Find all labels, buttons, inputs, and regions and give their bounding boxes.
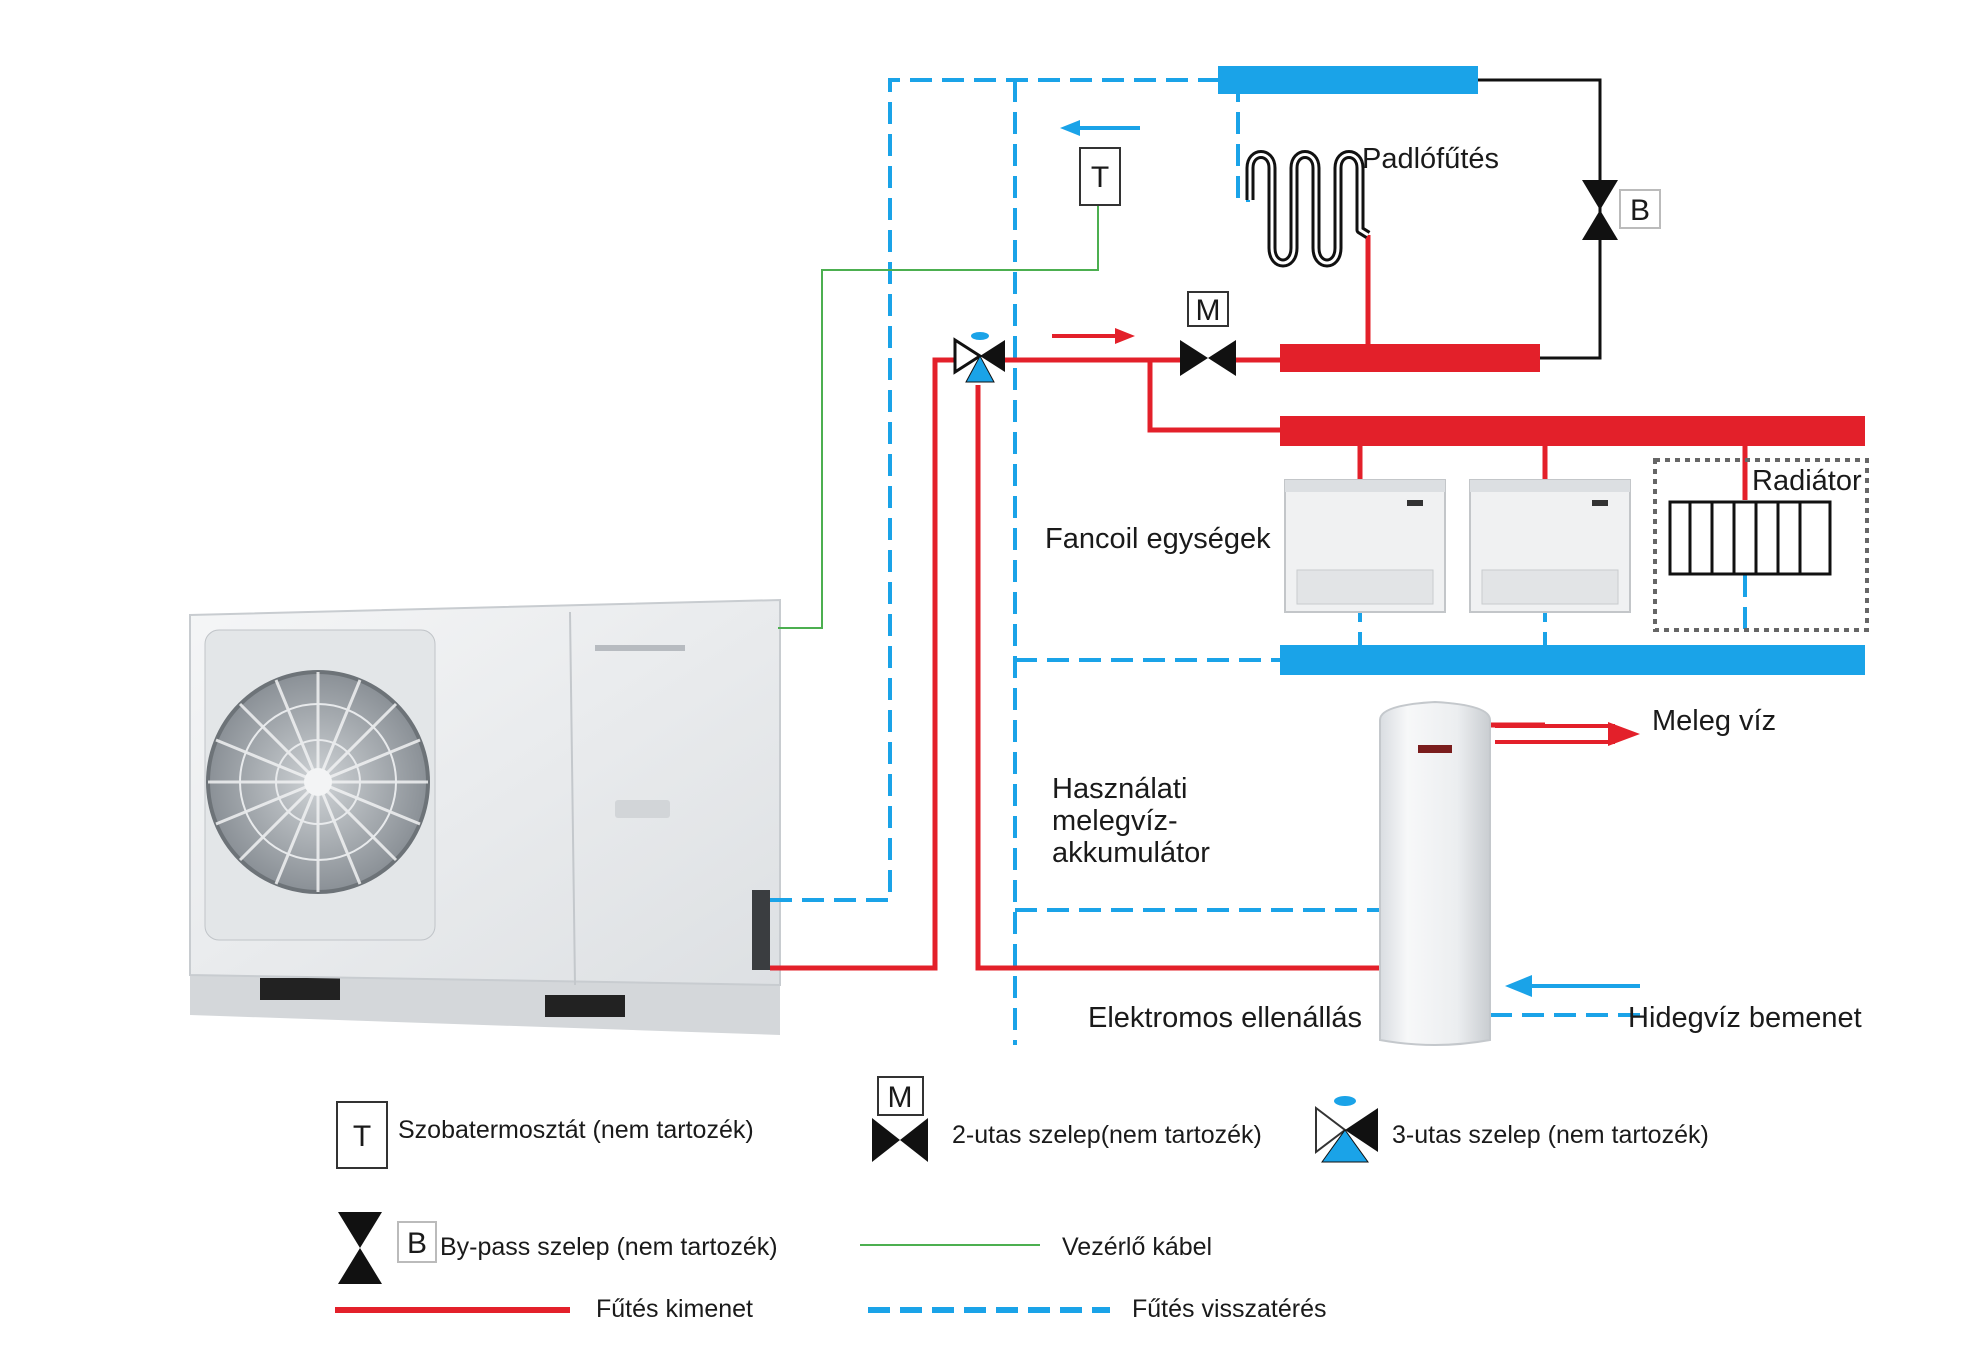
radiator-label: Radiátor xyxy=(1752,465,1862,497)
legend-motor-letter: M xyxy=(888,1081,913,1114)
dhw-tank-label-line2: melegvíz- xyxy=(1052,805,1178,837)
hot-water-arrow-icon xyxy=(1495,722,1640,746)
three-way-valve-icon xyxy=(953,332,1005,383)
bypass-pipe xyxy=(1478,78,1602,360)
floor-heating-return-header xyxy=(1218,66,1478,94)
legend-bypass-valve-icon: B xyxy=(338,1212,437,1284)
bypass-valve-icon: B xyxy=(1582,180,1661,240)
control-cable xyxy=(778,205,1099,629)
cold-water-arrow-icon xyxy=(1505,975,1640,997)
thermostat-letter: T xyxy=(1091,161,1109,194)
legend-three-way-valve-icon xyxy=(1315,1096,1378,1163)
legend-three-way-valve-label: 3-utas szelep (nem tartozék) xyxy=(1392,1121,1709,1149)
legend-heating-output-label: Fűtés kimenet xyxy=(596,1295,753,1323)
hot-water-tank-icon xyxy=(1379,700,1491,1046)
legend-control-cable-label: Vezérlő kábel xyxy=(1062,1233,1212,1261)
legend-two-way-valve-icon: M xyxy=(872,1076,928,1162)
floor-heating-supply-header xyxy=(1280,344,1540,372)
fancoil-unit-icon xyxy=(1469,479,1631,613)
legend-two-way-valve-label: 2-utas szelep(nem tartozék) xyxy=(952,1121,1262,1149)
floor-heating-label: Padlófűtés xyxy=(1362,143,1499,175)
legend-thermostat-icon: T xyxy=(336,1101,388,1169)
radiator-icon xyxy=(1668,500,1832,576)
legend-bypass-letter: B xyxy=(407,1227,427,1260)
dhw-tank-label-line1: Használati xyxy=(1052,773,1187,805)
fancoil-unit-icon xyxy=(1284,479,1446,613)
fancoil-supply-header xyxy=(1280,416,1865,446)
fancoil-return-header xyxy=(1280,645,1865,675)
two-way-valve-icon: M xyxy=(1180,291,1236,376)
legend-heating-return-label: Fűtés visszatérés xyxy=(1132,1295,1327,1323)
fancoil-units-label: Fancoil egységek xyxy=(1045,523,1271,555)
heat-pump-unit xyxy=(189,598,781,1035)
floor-heating-coil-icon xyxy=(1245,150,1371,268)
cold-water-inlet-label: Hidegvíz bemenet xyxy=(1628,1002,1862,1034)
return-flow-arrow-icon xyxy=(1060,120,1140,136)
supply-flow-arrow-icon xyxy=(1052,328,1135,344)
legend-thermostat-label: Szobatermosztát (nem tartozék) xyxy=(398,1116,754,1144)
thermostat-icon: T xyxy=(1079,147,1121,206)
legend-thermostat-letter: T xyxy=(353,1120,371,1153)
valve-motor-letter: M xyxy=(1196,294,1221,327)
dhw-tank-label-line3: akkumulátor xyxy=(1052,837,1210,869)
bypass-letter: B xyxy=(1630,194,1650,227)
electric-heater-label: Elektromos ellenállás xyxy=(1088,1002,1362,1034)
hot-water-label: Meleg víz xyxy=(1652,705,1776,737)
legend: T Szobatermosztát (nem tartozék) M 2-uta… xyxy=(335,1076,1709,1323)
legend-bypass-valve-label: By-pass szelep (nem tartozék) xyxy=(440,1233,778,1261)
